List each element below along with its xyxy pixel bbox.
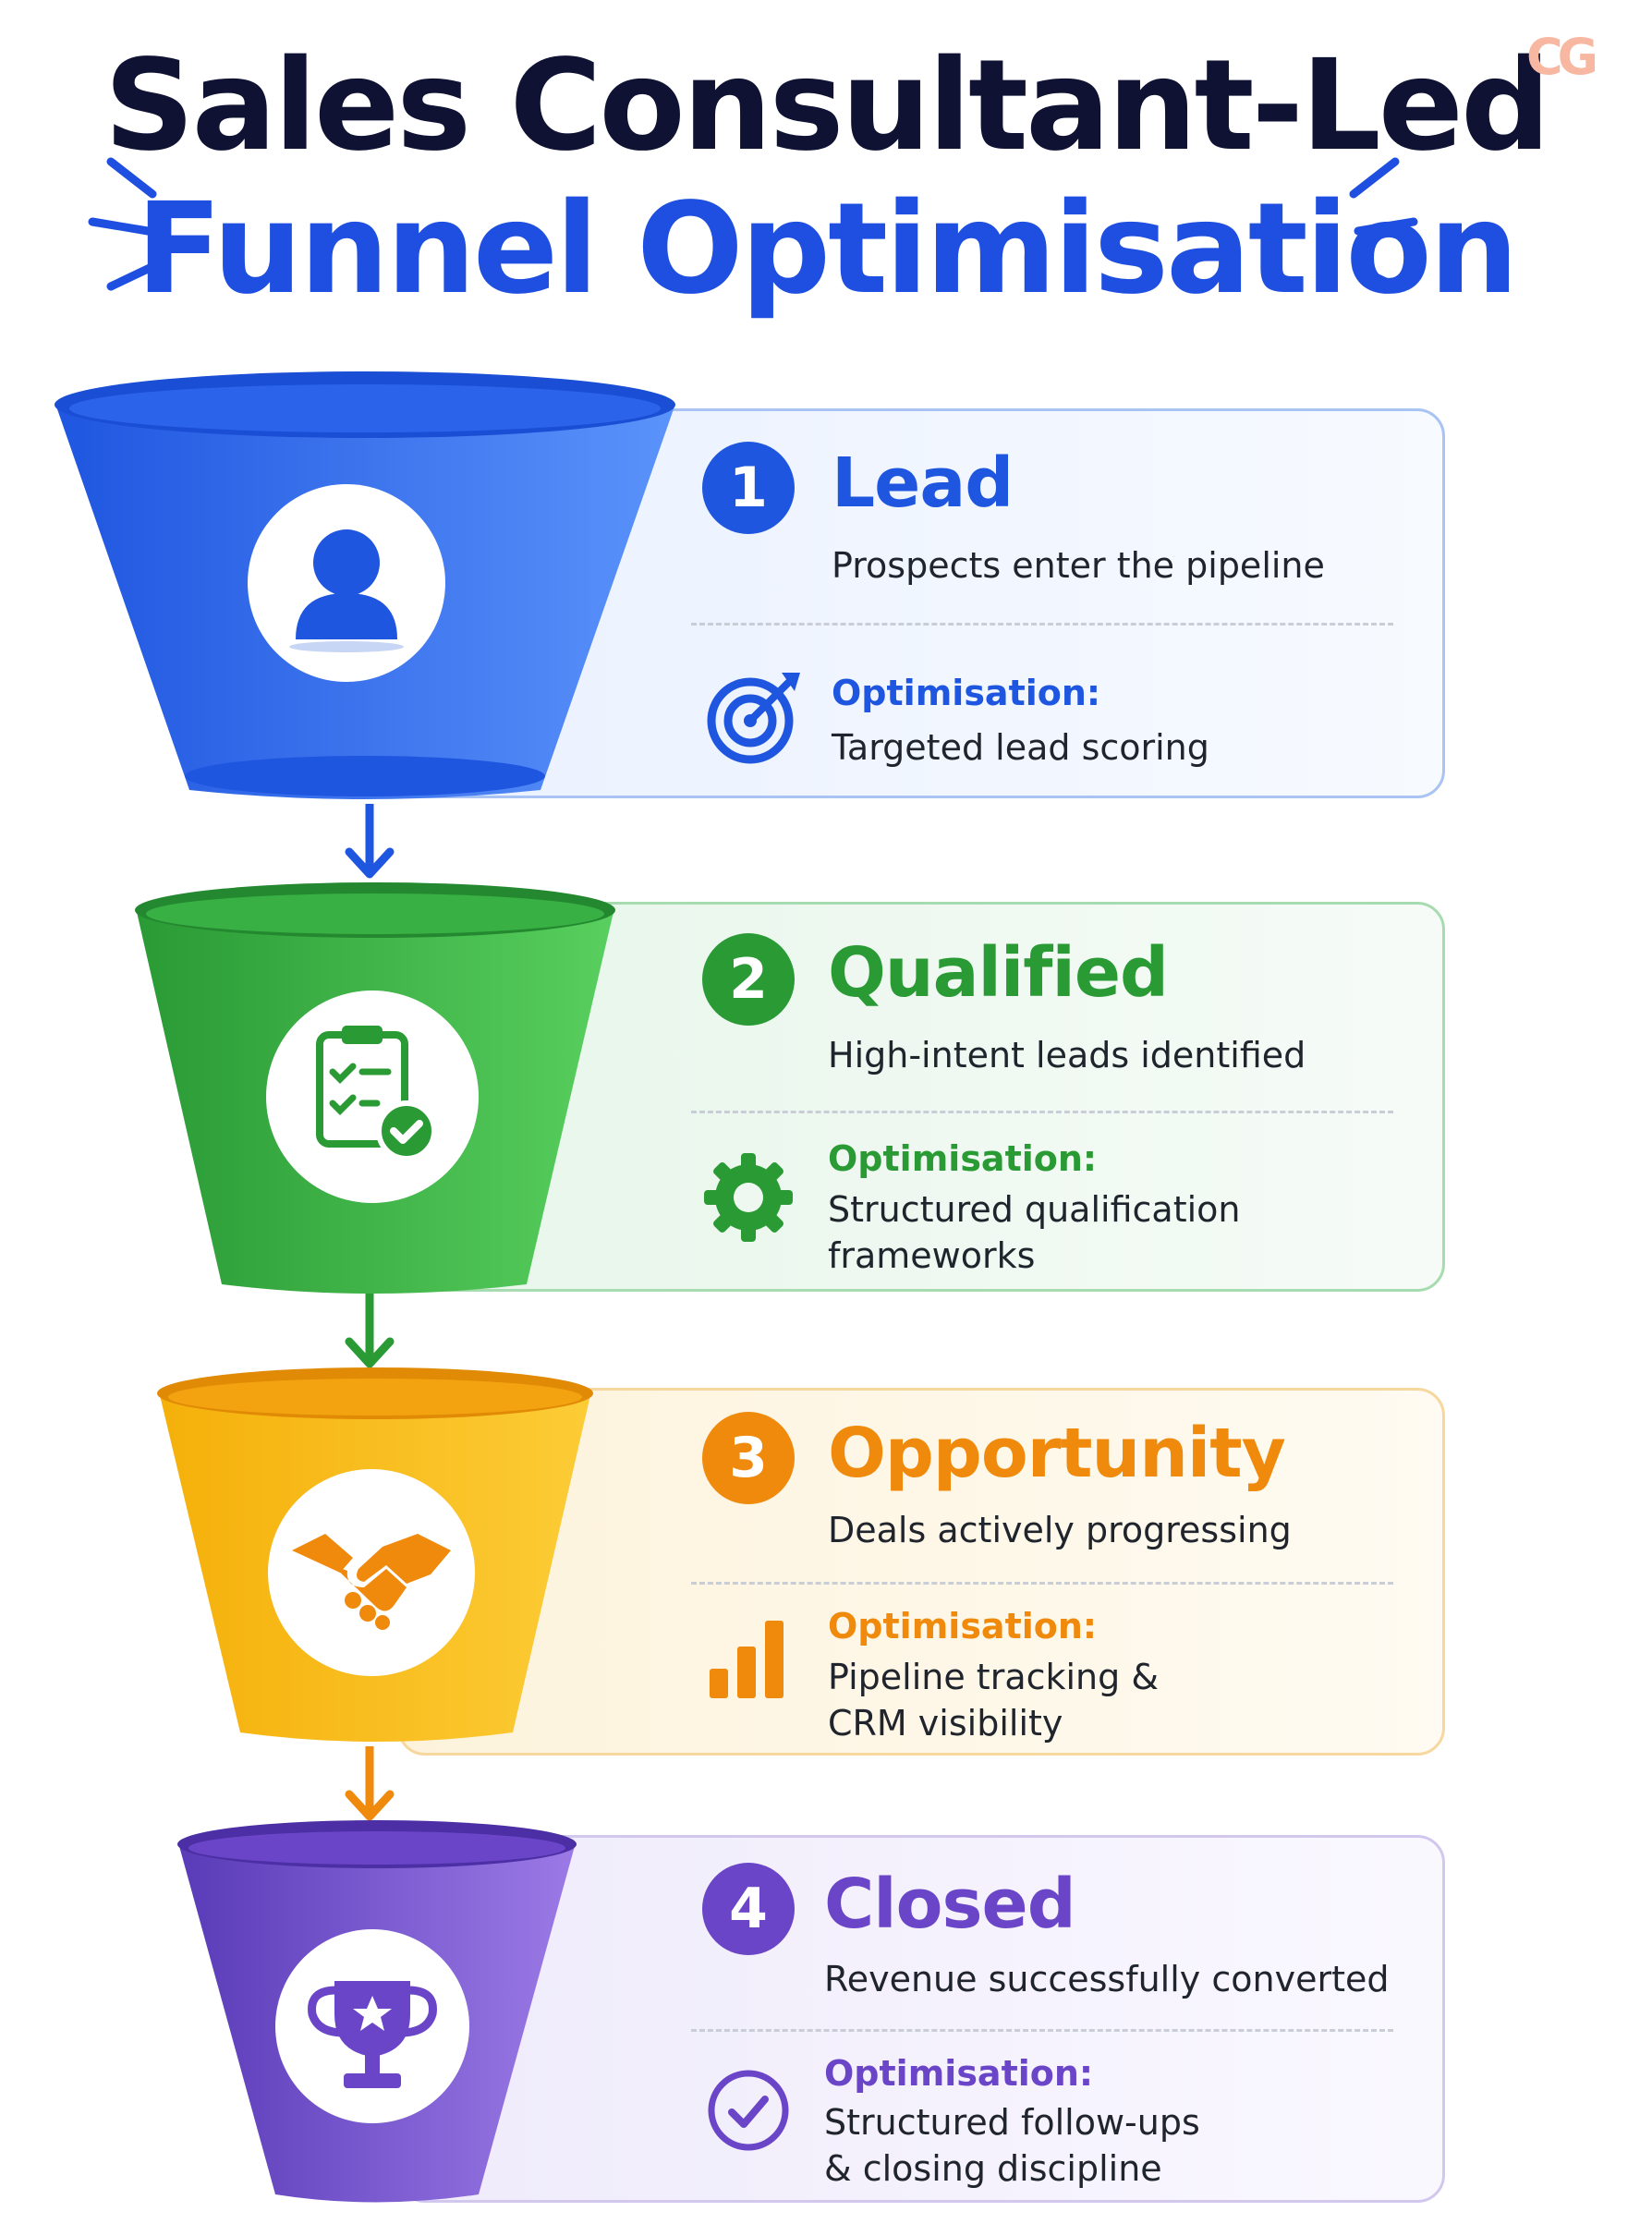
divider xyxy=(691,1582,1393,1585)
stage-card-closed xyxy=(397,1835,1445,2203)
divider xyxy=(691,1111,1393,1113)
arrow-down-icon xyxy=(345,1294,395,1368)
stage-title: Opportunity xyxy=(828,1414,1286,1493)
gear-icon xyxy=(702,1151,795,1247)
optimisation-label: Optimisation: xyxy=(824,2053,1094,2094)
stage-number-badge: 4 xyxy=(702,1863,795,1955)
user-icon xyxy=(248,484,445,686)
trophy-icon xyxy=(275,1929,469,2127)
target-icon xyxy=(704,667,806,772)
stage-title: Lead xyxy=(832,444,1014,523)
handshake-icon xyxy=(268,1469,475,1680)
bar-chart-icon xyxy=(708,1617,791,1704)
arrow-down-icon xyxy=(345,1746,395,1821)
arrow-down-icon xyxy=(345,804,395,879)
clipboard-check-icon xyxy=(266,990,479,1207)
stage-description: Revenue successfully converted xyxy=(824,1959,1390,1999)
stage-description: High-intent leads identified xyxy=(828,1035,1306,1075)
check-circle-icon xyxy=(704,2066,793,2158)
stage-title: Qualified xyxy=(828,933,1169,1013)
title-line-2: Funnel Optimisation xyxy=(136,176,1518,322)
optimisation-text: Pipeline tracking & CRM visibility xyxy=(828,1657,1159,1744)
brand-logo: CG xyxy=(1526,28,1598,86)
stage-number-badge: 1 xyxy=(702,442,795,534)
divider xyxy=(691,623,1393,626)
optimisation-text: Targeted lead scoring xyxy=(832,727,1209,768)
stage-number-badge: 2 xyxy=(702,933,795,1026)
optimisation-label: Optimisation: xyxy=(828,1606,1098,1647)
stage-description: Prospects enter the pipeline xyxy=(832,545,1325,586)
divider xyxy=(691,2029,1393,2032)
stage-number-badge: 3 xyxy=(702,1412,795,1504)
optimisation-label: Optimisation: xyxy=(832,673,1101,713)
stage-title: Closed xyxy=(824,1865,1076,1944)
optimisation-text: Structured qualification frameworks xyxy=(828,1189,1241,1276)
burst-right-icon xyxy=(1349,157,1418,291)
stage-description: Deals actively progressing xyxy=(828,1510,1292,1550)
optimisation-label: Optimisation: xyxy=(828,1138,1098,1179)
burst-left-icon xyxy=(88,157,157,291)
title-line-1: Sales Consultant-Led xyxy=(103,33,1551,179)
optimisation-text: Structured follow-ups & closing discipli… xyxy=(824,2102,1200,2189)
